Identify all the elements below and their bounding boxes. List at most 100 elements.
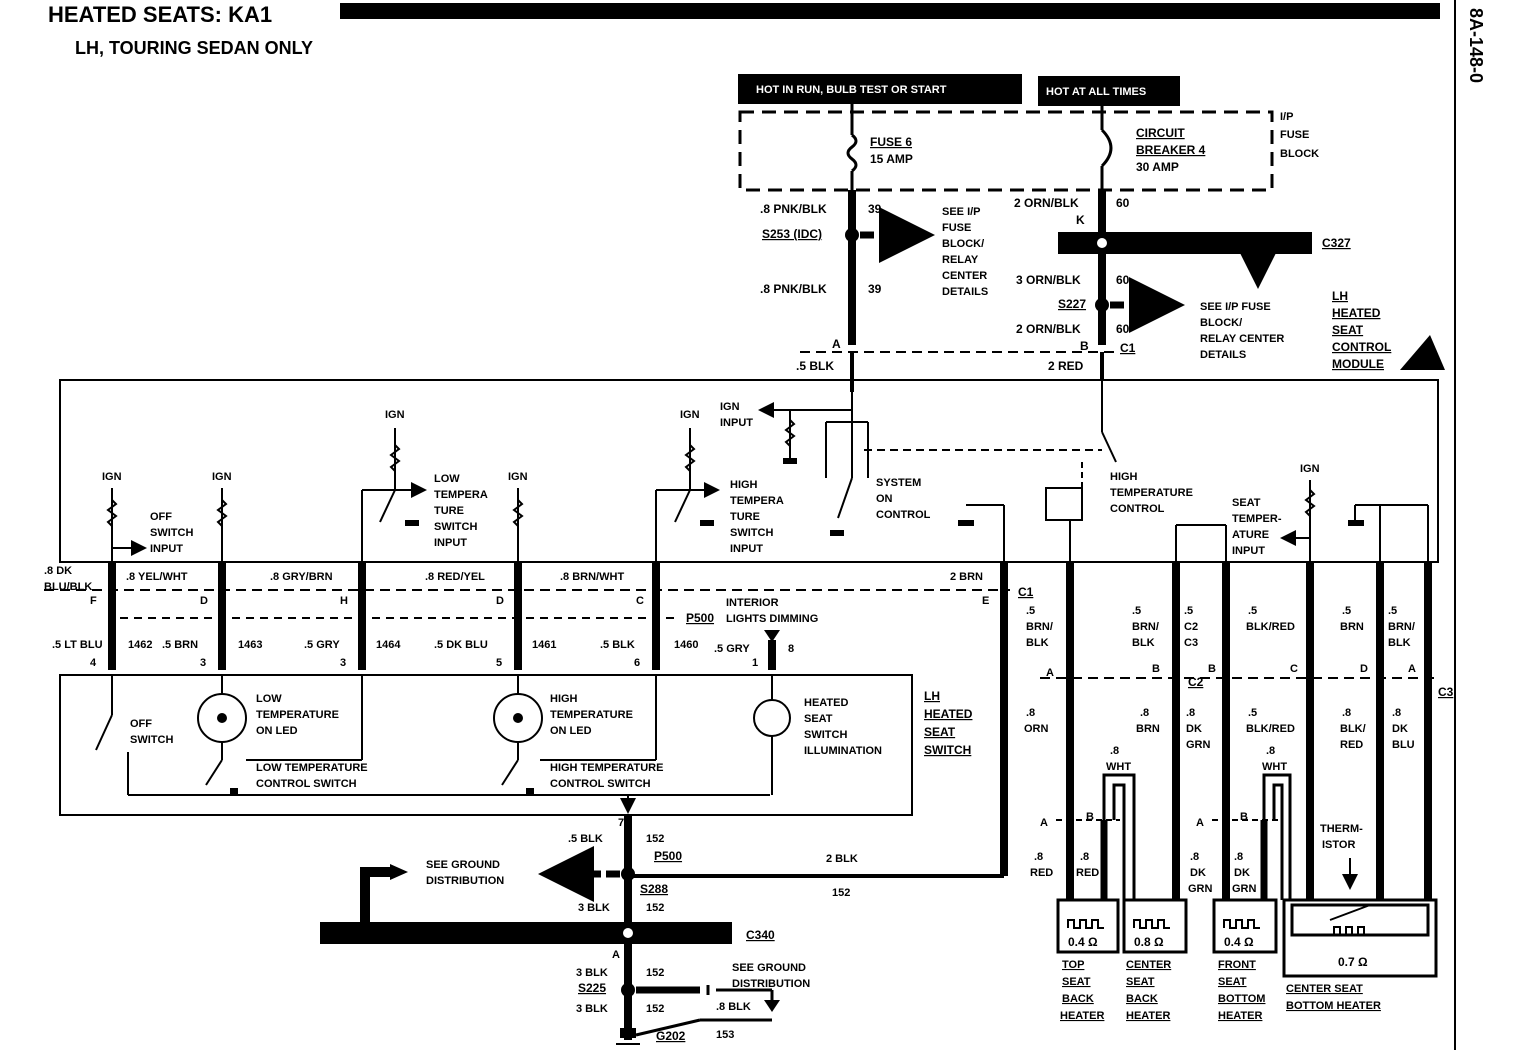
pin-label: B: [1240, 811, 1248, 823]
see-note: CENTER: [942, 270, 987, 282]
wire-label: BRN/: [1388, 621, 1415, 633]
wire-label: .8: [1140, 707, 1149, 719]
wire-label: 3 BLK: [578, 902, 610, 914]
wire-label: .5: [1132, 605, 1141, 617]
module-text: TURE: [434, 505, 464, 517]
see-note: BLOCK/: [1200, 317, 1242, 329]
heater-label: HEATER: [1060, 1010, 1104, 1022]
pin-label: A: [1040, 817, 1048, 829]
module-text: SYSTEM: [876, 477, 921, 489]
pin-label: A: [1046, 667, 1054, 679]
wire-number: 152: [646, 833, 664, 845]
splice-label: S227: [1058, 297, 1086, 311]
wire-label: WHT: [1262, 761, 1287, 773]
wire-label: C2: [1184, 621, 1198, 633]
switch-text: TEMPERATURE: [256, 709, 339, 721]
wire-label: RED: [1340, 739, 1363, 751]
wire-label: .8 PNK/BLK: [760, 282, 827, 296]
splice-label: S253 (IDC): [762, 227, 822, 241]
switch-text: CONTROL SWITCH: [256, 778, 357, 790]
connector-label: C327: [1322, 236, 1351, 250]
wire-label: WHT: [1106, 761, 1131, 773]
see-note: SEE GROUND: [426, 859, 500, 871]
resistance-value: 0.4 Ω: [1224, 935, 1254, 949]
pin-label: 6: [634, 657, 640, 669]
fuse-rating: 15 AMP: [870, 152, 913, 166]
wire-label: .5 LT BLU: [52, 639, 103, 651]
wire-label: .8 DK: [44, 565, 72, 577]
ground-g202-icon: [620, 1028, 636, 1038]
wire-number: 152: [646, 967, 664, 979]
switch-text: SWITCH: [804, 729, 847, 741]
wire-label: .8: [1190, 851, 1199, 863]
module-label: MODULE: [1332, 357, 1384, 371]
module-text: INPUT: [434, 537, 467, 549]
switch-text: ILLUMINATION: [804, 745, 882, 757]
see-note: DETAILS: [1200, 349, 1246, 361]
pin-label: E: [982, 595, 989, 607]
heater-label: CENTER: [1126, 959, 1171, 971]
module-text: HIGH: [730, 479, 758, 491]
wire-label: 3 BLK: [576, 967, 608, 979]
pin-label: D: [1360, 663, 1368, 675]
see-note: DISTRIBUTION: [732, 978, 810, 990]
connector-label: C2: [1188, 675, 1204, 689]
wire-label: BLU/BLK: [44, 581, 92, 593]
wire-label: .5 DK BLU: [434, 639, 488, 651]
thermistor-label: THERM-: [1320, 823, 1363, 835]
connector-label: P500: [686, 611, 714, 625]
wire-label: .5: [1342, 605, 1351, 617]
wire-label: .5 GRY: [714, 643, 750, 655]
wire-number: 152: [646, 902, 664, 914]
see-note: DETAILS: [942, 286, 988, 298]
wire-label: .8: [1026, 707, 1035, 719]
module-text: CONTROL: [1110, 503, 1165, 515]
see-note: BLOCK/: [942, 238, 984, 250]
wire-label: GRN: [1232, 883, 1257, 895]
see-note: SEE I/P FUSE: [1200, 301, 1271, 313]
splice-label: S225: [578, 981, 606, 995]
wire-label: BRN: [1340, 621, 1364, 633]
connector-label: C340: [746, 928, 775, 942]
see-note: SEE I/P: [942, 206, 981, 218]
pin-label: B: [1080, 339, 1089, 353]
splice-s253: [845, 228, 859, 242]
pin-label: A: [832, 337, 841, 351]
pin-label: B: [1086, 811, 1094, 823]
module-label: SEAT: [1332, 323, 1364, 337]
switch-text: LOW: [256, 693, 282, 705]
front-seat-bottom-heater: [1212, 898, 1278, 954]
wire-number: 153: [716, 1029, 734, 1041]
pin-label: 5: [496, 657, 502, 669]
pin-label: 8: [788, 643, 794, 655]
wire-label: .8: [1034, 851, 1043, 863]
wire-label: BRN: [1136, 723, 1160, 735]
wire-number: 60: [1116, 322, 1130, 336]
wire-label: BLK: [1026, 637, 1049, 649]
resistance-value: 0.7 Ω: [1338, 955, 1368, 969]
switch-text: OFF: [130, 718, 152, 730]
wire-label: GRN: [1188, 883, 1213, 895]
hot-always-box: [1038, 76, 1180, 106]
pin-label: A: [612, 949, 620, 961]
see-note: DISTRIBUTION: [426, 875, 504, 887]
esd-warning-icon: [1400, 335, 1445, 370]
module-label: CONTROL: [1332, 340, 1391, 354]
wire-label: .8: [1080, 851, 1089, 863]
wire-label: BRN/: [1026, 621, 1053, 633]
module-text: ON: [876, 493, 893, 505]
ground-label: G202: [656, 1029, 686, 1043]
heater-label: BACK: [1126, 993, 1158, 1005]
pin-label: 7: [618, 817, 624, 829]
fuse-symbol: [846, 133, 858, 173]
switch-label: LH: [924, 689, 940, 703]
wire-label: ORN: [1024, 723, 1049, 735]
module-text: TEMPER-: [1232, 513, 1282, 525]
module-text: INPUT: [730, 543, 763, 555]
page-title: HEATED SEATS: KA1: [48, 2, 272, 27]
breaker-rating: 30 AMP: [1136, 160, 1179, 174]
center-seat-back-heater: [1122, 898, 1188, 954]
wire-label: 2 ORN/BLK: [1016, 322, 1081, 336]
wire-label: .5: [1184, 605, 1193, 617]
wire-label: 2 ORN/BLK: [1014, 196, 1079, 210]
